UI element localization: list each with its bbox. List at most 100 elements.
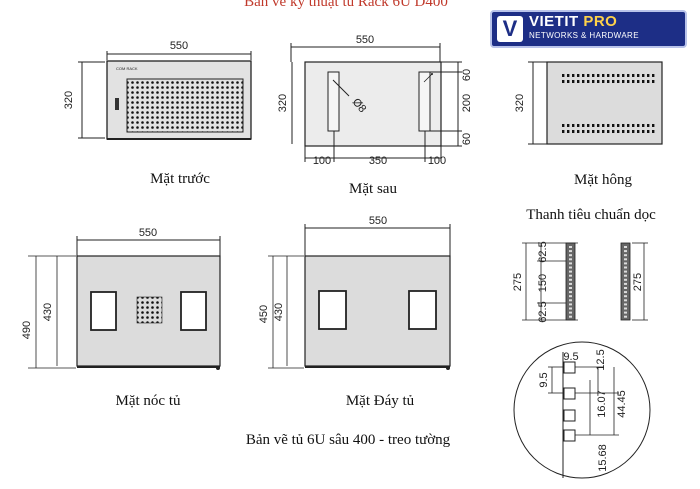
logo-tagline: NETWORKS & HARDWARE: [529, 31, 639, 40]
rail-hole: [569, 274, 572, 277]
side-vent-slot: [587, 80, 590, 83]
rail-hole: [569, 278, 572, 281]
side-vent-slot: [607, 124, 610, 127]
rail-hole: [569, 254, 572, 257]
detail-hole-a-label: 9.5: [538, 372, 550, 387]
rail-hole: [624, 266, 627, 269]
side-vent-slot: [572, 124, 575, 127]
side-vent-slot: [627, 80, 630, 83]
detail-pitch-label: 16.07: [596, 390, 608, 418]
detail-gap-label: 9.5: [563, 351, 578, 363]
side-vent-slot: [562, 74, 565, 77]
rail-left-bar: [565, 242, 576, 321]
side-vent-slot: [582, 130, 585, 133]
bottom-depth-inner-label: 430: [273, 303, 285, 321]
side-vent-slot: [632, 74, 635, 77]
rail-hole: [569, 307, 572, 310]
side-vent-slot: [607, 130, 610, 133]
rail-mid-label: 150: [537, 274, 549, 292]
side-vent-slot: [637, 130, 640, 133]
side-vent-slot: [627, 124, 630, 127]
rear-dim-mid: 350: [369, 155, 387, 167]
side-vent-slot: [652, 80, 655, 83]
front-vent-grille: [126, 78, 244, 133]
side-view: 320 Mặt hông: [514, 61, 663, 188]
side-vent-slot: [617, 80, 620, 83]
rail-hole: [624, 287, 627, 289]
bottom-view: 550 450 430 Mặt Đáy tủ: [258, 215, 451, 409]
rail-hole: [569, 295, 572, 298]
side-vent-slot: [612, 80, 615, 83]
side-vent-slot: [622, 130, 625, 133]
bottom-view-caption: Mặt Đáy tủ: [346, 393, 415, 409]
side-vent-slot: [572, 74, 575, 77]
side-vent-slot: [637, 74, 640, 77]
side-vent-slot: [577, 80, 580, 83]
side-vent-slot: [587, 124, 590, 127]
top-width-label: 550: [139, 227, 157, 239]
side-vent-slot: [577, 74, 580, 77]
top-right-cutout: [180, 291, 207, 331]
detail-circle: 9.5 9.5 12.5 16.07 44.45 15.68: [513, 341, 651, 479]
rail-hole: [624, 299, 627, 302]
footer-caption: Bản vẽ tủ 6U sâu 400 - treo tường: [246, 432, 451, 448]
rail-hole: [569, 258, 572, 261]
side-vent-slot: [652, 124, 655, 127]
side-vent-slot: [637, 80, 640, 83]
rail-hole: [624, 278, 627, 281]
rail-hole: [624, 315, 627, 318]
side-vent-slot: [617, 74, 620, 77]
side-vent-slot: [617, 130, 620, 133]
side-vent-slot: [612, 130, 615, 133]
side-vent-slot: [622, 124, 625, 127]
top-fan-vent: [136, 296, 163, 324]
side-vent-slot: [567, 124, 570, 127]
side-vent-slot: [642, 124, 645, 127]
side-vent-slot: [652, 130, 655, 133]
side-vent-slot: [562, 124, 565, 127]
bottom-right-cutout: [408, 290, 437, 330]
rear-dim-right: 100: [428, 155, 446, 167]
rail-hole: [624, 270, 627, 273]
side-vent-slot: [602, 80, 605, 83]
rail-hole: [624, 295, 627, 298]
side-vent-slot: [612, 124, 615, 127]
rail-hole: [569, 287, 572, 289]
side-vent-slot: [597, 130, 600, 133]
side-vent-slot: [597, 80, 600, 83]
side-vent-slot: [597, 74, 600, 77]
side-vent-slot: [602, 124, 605, 127]
rail-hole: [624, 274, 627, 277]
rail-hole: [569, 270, 572, 273]
rail-bottom-label: 62.5: [537, 301, 549, 322]
rail-right-bar: [620, 242, 631, 321]
top-view: 550 490 430 Mặt nóc tủ: [21, 227, 221, 409]
side-vent-slot: [567, 130, 570, 133]
side-vent-slot: [592, 74, 595, 77]
rear-view: 550 320 Ø8 100 350 100 60 200 60 Mặt sau: [277, 34, 473, 197]
side-vent-slot: [587, 74, 590, 77]
detail-offset-label: 15.68: [597, 444, 609, 472]
side-view-caption: Mặt hông: [574, 172, 632, 188]
side-vent-slot: [577, 130, 580, 133]
side-vent-slot: [597, 124, 600, 127]
side-vent-slot: [602, 130, 605, 133]
front-height-label: 320: [63, 91, 75, 109]
side-vent-slot: [647, 130, 650, 133]
side-vent-slot: [607, 74, 610, 77]
rail-hole: [569, 266, 572, 269]
rail-hole: [624, 291, 627, 294]
rail-hole: [569, 303, 572, 306]
rail-hole: [624, 303, 627, 306]
side-vent-slot: [582, 80, 585, 83]
side-vent-slot: [627, 74, 630, 77]
side-vent-slot: [652, 74, 655, 77]
side-vent-slot: [642, 74, 645, 77]
side-vent-slot: [632, 124, 635, 127]
rear-right-slot: [418, 71, 431, 132]
side-vent-slot: [587, 130, 590, 133]
drawing-title: Bản vẽ kỹ thuật tủ Rack 6U D400: [244, 0, 448, 10]
rail-total-label: 275: [512, 273, 524, 291]
top-view-caption: Mặt nóc tủ: [116, 393, 181, 409]
